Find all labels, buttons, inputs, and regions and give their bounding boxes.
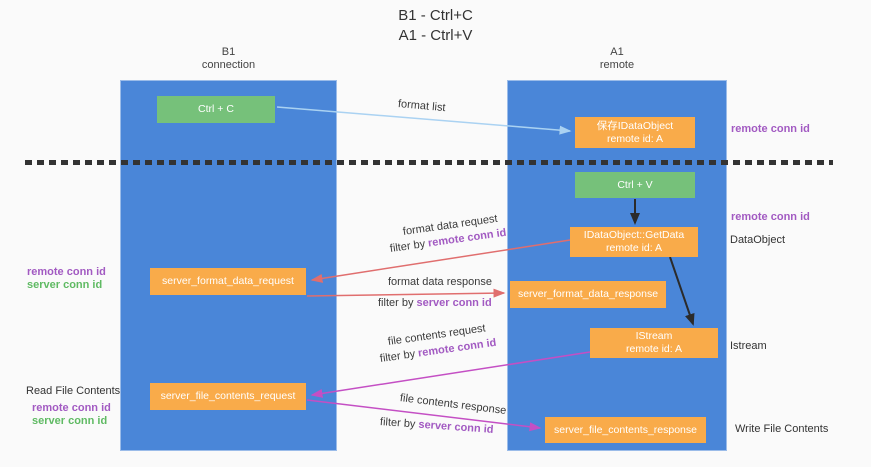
file-contents-response-label: file contents response xyxy=(399,392,507,417)
write-file-contents-label: Write File Contents xyxy=(735,423,829,435)
file-response-box: server_file_contents_response xyxy=(545,417,706,443)
lifeline-header-b1: B1 connection xyxy=(120,46,337,72)
lifeline-header-a1: A1 remote xyxy=(507,46,727,72)
format-data-response-label: format data response xyxy=(388,276,492,288)
remote-conn-id-label-top-right: remote conn id xyxy=(731,123,810,135)
format-request-label: server_format_data_request xyxy=(162,275,294,287)
title-line-1: B1 - Ctrl+C xyxy=(398,7,473,24)
diagram-title: B1 - Ctrl+C A1 - Ctrl+V xyxy=(0,6,871,46)
server-conn-id-text: server conn id xyxy=(416,297,492,309)
lifeline-b1-name: B1 xyxy=(221,46,236,58)
dataobject-label: DataObject xyxy=(730,234,786,246)
istream-line1: IStream xyxy=(635,330,673,342)
format-data-response-filter: filter by server conn id xyxy=(378,297,492,309)
server-conn-id-label-left: server conn id xyxy=(27,279,103,291)
session-divider xyxy=(25,160,833,165)
lifeline-a1-name: A1 xyxy=(610,46,624,58)
save-idataobject-line2: remote id: A xyxy=(606,132,664,145)
getdata-box: IDataObject::GetData remote id: A xyxy=(570,227,698,257)
save-idataobject-line1: 保存IDataObject xyxy=(596,119,674,132)
istream-box: IStream remote id: A xyxy=(590,328,718,358)
format-request-box: server_format_data_request xyxy=(150,268,306,295)
istream-line2: remote id: A xyxy=(625,343,683,355)
ctrl-c-label: Ctrl + C xyxy=(198,103,234,115)
filter-by-text: filter by xyxy=(379,347,419,365)
server-conn-id-label-left: server conn id xyxy=(32,415,108,427)
ctrl-v-label: Ctrl + V xyxy=(617,178,653,191)
remote-conn-id-label-left: remote conn id xyxy=(27,266,106,278)
remote-conn-id-label-mid-right: remote conn id xyxy=(731,211,810,223)
ctrl-c-box: Ctrl + C xyxy=(157,96,275,123)
format-list-label: format list xyxy=(397,98,447,115)
conn-id-stack-format-left: remote conn id server conn id xyxy=(27,266,106,292)
title-line-2: A1 - Ctrl+V xyxy=(398,27,473,44)
remote-conn-id-label-left: remote conn id xyxy=(32,402,111,414)
ctrl-v-box: Ctrl + V xyxy=(575,172,695,198)
lifeline-b1-role: connection xyxy=(201,59,256,71)
file-contents-response-filter: filter by server conn id xyxy=(380,416,494,436)
read-file-contents-label: Read File Contents xyxy=(26,385,121,397)
filter-by-text: filter by xyxy=(389,237,429,255)
file-request-box: server_file_contents_request xyxy=(150,383,306,410)
server-conn-id-text: server conn id xyxy=(418,418,494,436)
lifeline-a1-role: remote xyxy=(599,59,635,71)
format-response-label: server_format_data_response xyxy=(517,288,659,300)
file-response-label: server_file_contents_response xyxy=(553,423,697,436)
format-response-box: server_format_data_response xyxy=(510,281,666,308)
getdata-line2: remote id: A xyxy=(605,242,663,254)
file-request-label: server_file_contents_request xyxy=(160,390,296,402)
filter-by-text: filter by xyxy=(379,416,419,431)
save-idataobject-box: 保存IDataObject remote id: A xyxy=(575,117,695,148)
istream-label: Istream xyxy=(730,340,767,352)
getdata-line1: IDataObject::GetData xyxy=(583,229,685,241)
filter-by-text: filter by xyxy=(378,297,417,309)
conn-id-stack-file-left: remote conn id server conn id xyxy=(32,402,111,428)
